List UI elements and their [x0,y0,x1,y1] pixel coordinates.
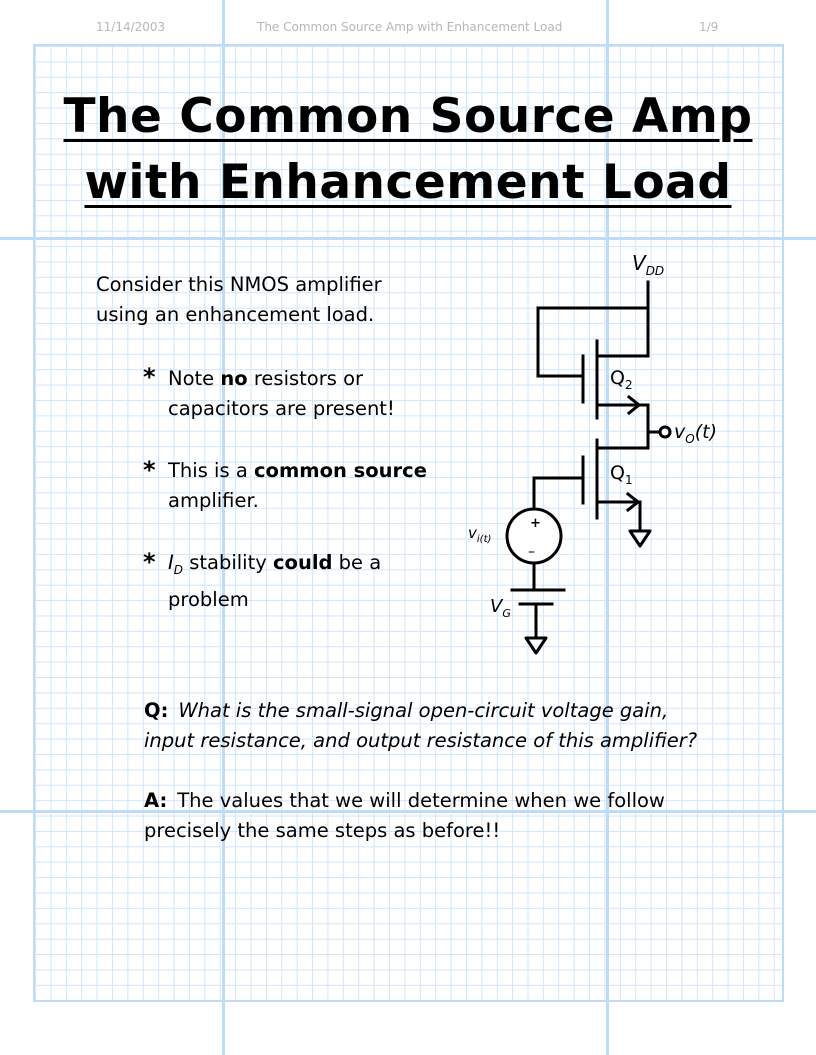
intro-line-1: Consider this NMOS amplifier [96,273,382,296]
grid-major-line [0,810,816,813]
bullet-marker: * [143,363,156,391]
answer-label: A: [144,789,168,812]
bullet-item-id-stability: ID stability could be a problem [168,551,382,611]
q1-label: Q1 [610,462,633,487]
ground-icon [524,636,548,655]
vi-source-circle [505,507,563,565]
bullet-item-no-resistors: Note no resistors or capacitors are pres… [168,367,395,420]
bullet-marker: * [143,456,156,484]
header-title: The Common Source Amp with Enhancement L… [257,20,563,34]
q2-gate-drain-wire [536,306,650,378]
question-label: Q: [144,699,169,722]
graph-paper-background [33,44,784,1002]
answer-line-1: The values that we will determine when w… [177,789,665,812]
grid-major-line [606,0,609,1055]
answer-line-2: precisely the same steps as before!! [144,819,501,842]
grid-major-line [0,237,816,240]
question-block: Q: What is the small-signal open-circuit … [144,696,697,756]
vg-label: VG [490,596,511,620]
page-title-line-1: The Common Source Amp [63,89,753,144]
question-line-2: input resistance, and output resistance … [144,729,698,752]
vo-label: vO(t) [674,421,717,446]
question-line-1: What is the small-signal open-circuit vo… [178,699,669,722]
vi-minus-sign: – [528,544,535,560]
ground-icon [628,529,652,548]
answer-block: A: The values that we will determine when… [144,786,665,846]
bullet-marker: * [143,548,156,576]
intro-line-2: using an enhancement load. [96,303,375,326]
bullet-item-common-source: This is a common source amplifier. [168,459,427,512]
header-date: 11/14/2003 [96,20,166,34]
output-terminal [658,425,672,439]
q1-gate-wire [532,476,585,512]
output-node-wire [595,403,650,450]
page-title-line-2: with Enhancement Load [84,155,732,210]
page-header: 11/14/2003 The Common Source Amp with En… [0,20,816,38]
vi-label: vi(t) [468,524,491,545]
vdd-rail-wire [595,280,650,358]
q1-source-arrow [625,491,641,513]
grid-major-line [222,0,225,1055]
intro-text: Consider this NMOS amplifier using an en… [96,270,382,330]
vdd-label: VDD [632,251,664,278]
q2-label: Q2 [610,367,633,392]
vi-plus-sign: + [530,516,541,531]
header-page-number: 1/9 [699,20,719,34]
